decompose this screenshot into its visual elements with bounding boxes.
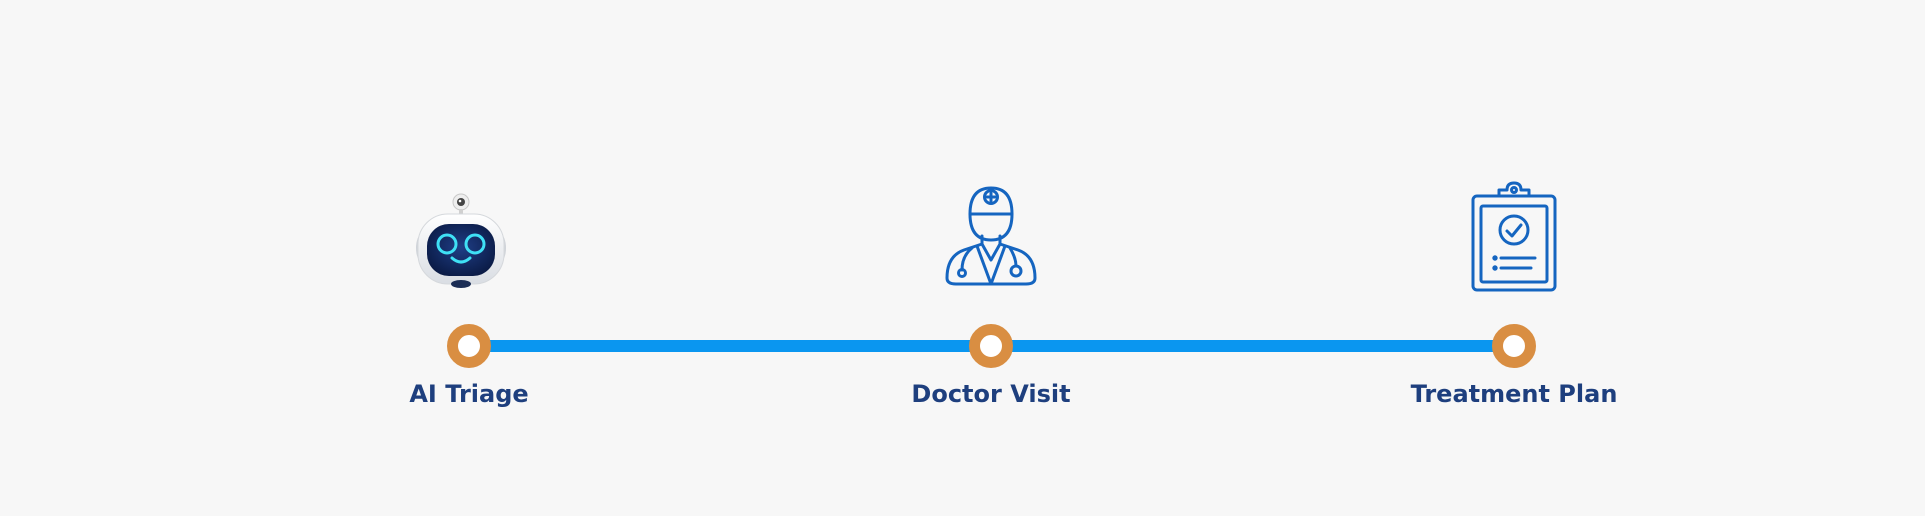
robot-icon xyxy=(414,180,524,292)
doctor-icon xyxy=(936,180,1046,292)
step-label: AI Triage xyxy=(409,380,529,408)
step-label: Treatment Plan xyxy=(1410,380,1618,408)
timeline-node xyxy=(1492,324,1536,368)
timeline-node xyxy=(969,324,1013,368)
timeline-node xyxy=(447,324,491,368)
clipboard-check-icon xyxy=(1459,180,1569,292)
step-label: Doctor Visit xyxy=(911,380,1071,408)
